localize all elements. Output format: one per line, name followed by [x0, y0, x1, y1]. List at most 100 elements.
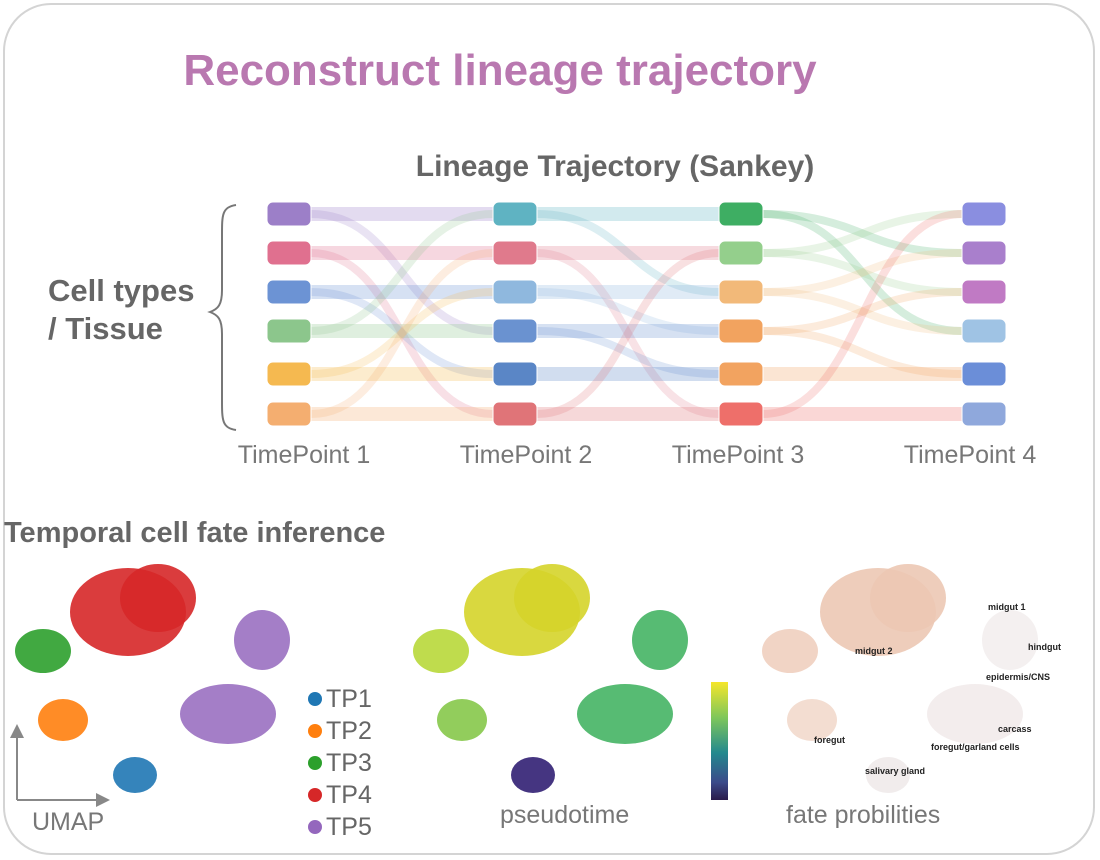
fate-section-title: Temporal cell fate inference	[4, 517, 386, 549]
legend-dot	[308, 692, 322, 706]
sankey-flow	[310, 249, 494, 418]
sankey-node	[961, 318, 1007, 344]
sankey-flow	[536, 249, 720, 418]
pseudotime-colorbar	[711, 682, 728, 800]
fate-cluster-midgut1	[982, 610, 1038, 670]
figure-title: Reconstruct lineage trajectory	[183, 46, 817, 95]
timepoint-label: TimePoint 4	[903, 441, 1037, 469]
sankey-flow	[310, 288, 494, 378]
sankey-node	[961, 240, 1007, 266]
pt-cluster-green	[437, 699, 487, 741]
legend-dot	[308, 820, 322, 834]
sankey-flow	[310, 249, 494, 418]
sankey-flow	[536, 249, 720, 418]
fate-label-salivary: salivary gland	[865, 766, 926, 776]
fate-label-carcass: carcass	[998, 724, 1032, 734]
timepoint-legend: TP1 TP2 TP3 TP4 TP5	[308, 683, 372, 843]
legend-item: TP1	[308, 683, 372, 715]
sankey-node	[266, 401, 312, 427]
umap-axes	[10, 724, 110, 807]
umap-axis-label: UMAP	[32, 808, 105, 836]
sankey-flow	[762, 210, 963, 335]
pt-cluster-yellow-lobe	[514, 564, 590, 632]
umap-tp-plot	[15, 564, 290, 793]
sankey-flow	[310, 210, 494, 335]
sankey-node	[718, 401, 764, 427]
cluster-tp5-a	[234, 610, 290, 670]
sankey-flow	[762, 249, 963, 296]
cluster-tp1	[113, 757, 157, 793]
pseudotime-caption: pseudotime	[500, 801, 630, 829]
sankey-flow	[762, 288, 963, 335]
sankey-node	[266, 361, 312, 387]
figure-frame	[3, 3, 1095, 855]
sankey-flow	[762, 210, 963, 257]
legend-dot	[308, 788, 322, 802]
timepoint-label: TimePoint 1	[237, 441, 371, 469]
sankey-flow	[762, 249, 963, 296]
sankey-flows	[310, 206, 963, 422]
fate-cluster-left	[762, 629, 818, 673]
pt-cluster-teal-b	[577, 684, 673, 744]
sankey-flow	[762, 288, 963, 335]
fate-cluster-carcass	[927, 684, 1023, 744]
umap-pseudotime-plot	[413, 564, 688, 793]
fate-cluster-midgut2-lobe	[870, 564, 946, 632]
legend-dot	[308, 756, 322, 770]
fate-label-midgut2: midgut 2	[855, 646, 893, 656]
fate-label-foregut: foregut	[814, 735, 845, 745]
sankey-nodes	[266, 201, 1007, 427]
cluster-tp5-b	[180, 684, 276, 744]
sankey-flow	[762, 210, 963, 418]
cell-types-axis-label: Cell types / Tissue	[48, 272, 194, 348]
fate-cluster-foregut	[787, 699, 837, 741]
sankey-node	[492, 240, 538, 266]
sankey-node	[492, 401, 538, 427]
cell-type-brace	[207, 204, 237, 431]
sankey-flow	[536, 210, 720, 296]
fate-label-epidermis: epidermis/CNS	[986, 672, 1051, 682]
sankey-flow	[536, 288, 720, 335]
sankey-node	[961, 201, 1007, 227]
sankey-node	[492, 201, 538, 227]
fate-cluster-salivary	[866, 757, 910, 793]
fate-label-hindgut: hindgut	[1028, 642, 1061, 652]
legend-item: TP4	[308, 779, 372, 811]
timepoint-label: TimePoint 2	[459, 441, 593, 469]
legend-item: TP2	[308, 715, 372, 747]
sankey-node	[266, 240, 312, 266]
pt-cluster-teal-a	[632, 610, 688, 670]
sankey-flow	[310, 210, 494, 335]
legend-label: TP2	[326, 716, 372, 745]
fate-label-midgut1: midgut 1	[988, 602, 1026, 612]
pt-cluster-lime	[413, 629, 469, 673]
sankey-title: Lineage Trajectory (Sankey)	[415, 150, 815, 183]
umap-x-arrowhead	[96, 793, 110, 807]
sankey-flow	[310, 288, 494, 378]
legend-item: TP5	[308, 811, 372, 843]
sankey-flow	[762, 210, 963, 257]
sankey-node	[718, 318, 764, 344]
sankey-node	[961, 279, 1007, 305]
legend-label: TP1	[326, 684, 372, 713]
umap-y-arrowhead	[10, 724, 24, 738]
timepoint-label: TimePoint 3	[671, 441, 805, 469]
axis-label-line-1: Cell types	[48, 273, 195, 308]
legend-item: TP3	[308, 747, 372, 779]
legend-label: TP3	[326, 748, 372, 777]
sankey-node	[718, 240, 764, 266]
fate-label-garland: foregut/garland cells	[931, 742, 1020, 752]
sankey-node	[492, 361, 538, 387]
cluster-tp3	[15, 629, 71, 673]
sankey-node	[266, 279, 312, 305]
cluster-tp2	[38, 699, 88, 741]
axis-label-line-2: / Tissue	[48, 311, 163, 346]
legend-label: TP5	[326, 812, 372, 841]
legend-dot	[308, 724, 322, 738]
sankey-node	[492, 318, 538, 344]
sankey-flow	[536, 327, 720, 378]
sankey-node	[266, 318, 312, 344]
sankey-node	[492, 279, 538, 305]
umap-fate-plot	[762, 564, 1038, 793]
